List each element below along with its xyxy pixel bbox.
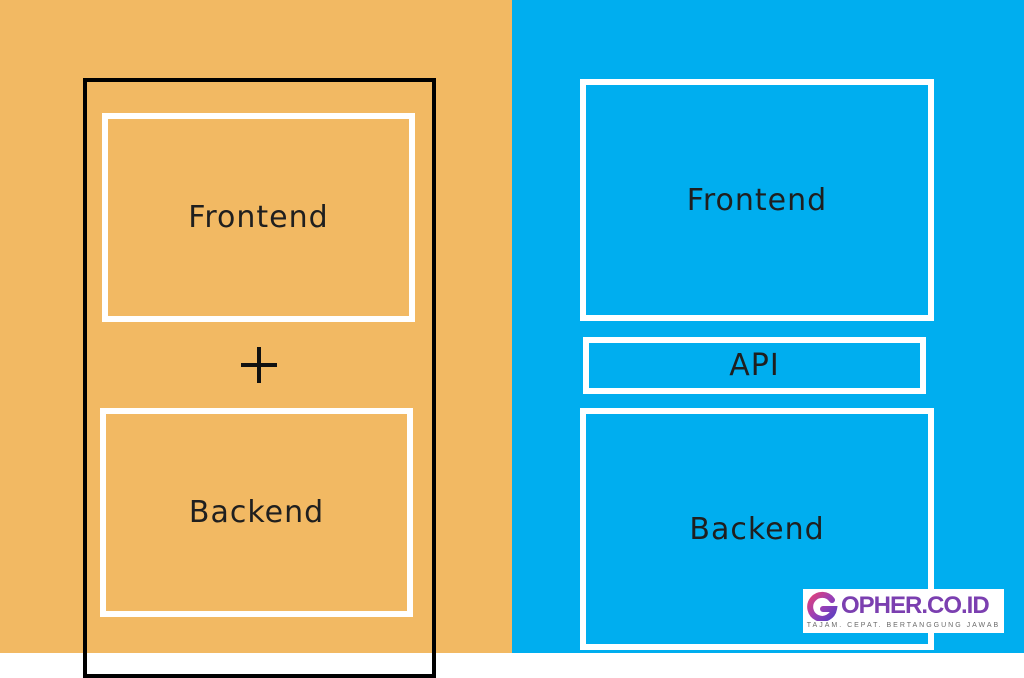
- plus-icon: [237, 343, 281, 387]
- gopher-g-icon: [807, 591, 838, 621]
- monolith-backend-box: Backend: [100, 408, 413, 617]
- api-box: API: [583, 337, 926, 394]
- gopher-logo: OPHER.CO.ID TAJAM. CEPAT. BERTANGGUNG JA…: [803, 589, 1004, 633]
- service-frontend-label: Frontend: [686, 182, 828, 218]
- service-frontend-box: Frontend: [580, 79, 934, 321]
- logo-tagline: TAJAM. CEPAT. BERTANGGUNG JAWAB: [806, 622, 1001, 629]
- monolith-backend-label: Backend: [188, 495, 325, 530]
- api-label: API: [729, 348, 780, 383]
- service-backend-label: Backend: [689, 511, 825, 547]
- service-backend-box: Backend: [580, 408, 934, 650]
- logo-wordmark: OPHER.CO.ID: [841, 592, 990, 619]
- microservice-panel: [512, 0, 1024, 653]
- monolith-frontend-label: Frontend: [188, 200, 329, 235]
- monolith-frontend-box: Frontend: [102, 113, 415, 322]
